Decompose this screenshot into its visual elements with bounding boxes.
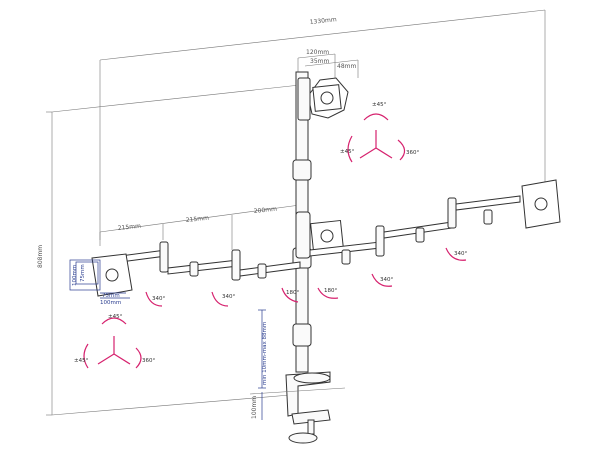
pole-range-label: min 10mm-max 88mm [262,322,268,385]
left-rotation-indicator [83,317,142,369]
vesa-100-h-label: 100mm [100,300,121,306]
arm4-rotation-label: 340° [454,251,467,257]
height-808-label: 808mm [37,245,44,268]
left-arm [119,241,301,281]
top-dimension-line [99,9,546,61]
left-tilt-left-label: ±45° [74,358,89,364]
arm-215-a-label: 215mm [117,223,141,232]
vesa-100-v-label: 100mm [72,265,78,286]
right-arm [309,195,521,265]
center-right-rotation-label: 180° [324,288,337,294]
top-rotation-indicator [347,113,406,163]
right-vesa-plate [521,179,561,229]
top-48-label: 48mm [337,63,356,70]
vesa-75-h-label: 75mm [102,293,120,299]
left-tilt-up-label: ±45° [108,314,123,320]
center-vesa-plate [295,211,344,259]
arm-rotation-indicators [145,247,467,307]
top-vesa-plate [297,77,349,121]
vesa-75-v-label: 75mm [80,264,86,282]
top-35-label: 35mm [310,58,329,65]
top-tilt-up-label: ±45° [372,102,387,108]
top-tilt-left-label: ±45° [340,149,355,155]
left-swivel-label: 360° [142,358,155,364]
top-120-label: 120mm [306,49,329,56]
arm2-rotation-label: 340° [222,294,235,300]
arm-200-label: 200mm [253,206,277,215]
left-vesa-plate [69,253,133,299]
top-swivel-label: 360° [406,150,419,156]
arm3-rotation-label: 340° [380,277,393,283]
clamp-100-label: 100mm [251,396,258,419]
arm-215-b-label: 215mm [185,215,209,224]
arm1-rotation-label: 340° [152,296,165,302]
center-left-rotation-label: 180° [286,290,299,296]
width-1330-label: 1330mm [309,16,337,26]
